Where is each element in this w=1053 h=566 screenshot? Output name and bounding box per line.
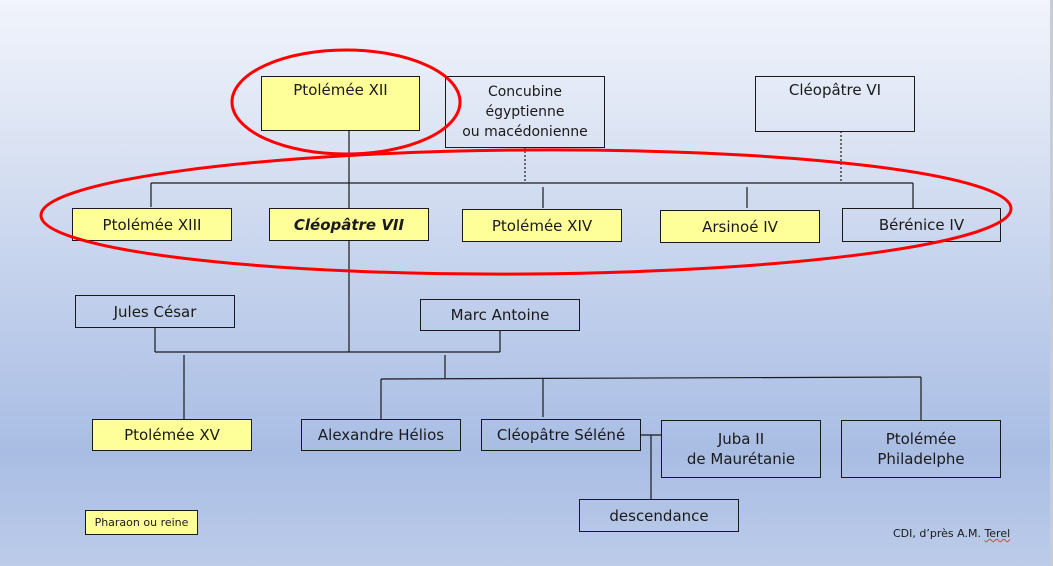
person-name: Concubine égyptienne ou macédonienne: [462, 84, 588, 140]
descendance-box: descendance: [579, 499, 739, 532]
person-name: Marc Antoine: [450, 306, 550, 324]
credit-author: Terel: [984, 527, 1011, 540]
person-cleopatre-vi: Cléopâtre VI: [755, 76, 915, 132]
legend-pharaoh: Pharaon ou reine: [85, 510, 198, 535]
person-name: Bérénice IV: [878, 216, 965, 234]
person-ptolemee-xv: Ptolémée XV: [92, 419, 252, 451]
person-concubine: Concubine égyptienne ou macédonienne: [445, 76, 605, 148]
person-name: Ptolémée XV: [124, 426, 220, 444]
credit-text: CDI, d’près A.M. Terel: [893, 527, 1010, 540]
person-cleopatre-selene: Cléopâtre Séléné: [481, 419, 641, 451]
person-alexandre-helios: Alexandre Hélios: [301, 419, 461, 451]
person-ptolemee-xii: Ptolémée XII: [261, 76, 420, 131]
person-name: Cléopâtre VI: [788, 81, 882, 99]
person-jules-cesar: Jules César: [75, 295, 235, 328]
person-ptolemee-xiii: Ptolémée XIII: [72, 208, 232, 241]
person-name: Arsinoé IV: [702, 217, 778, 236]
person-name: Ptolémée XIII: [102, 215, 202, 234]
window-edge: [1050, 0, 1053, 566]
person-name: Ptolémée Philadelphe: [877, 430, 965, 468]
person-name: descendance: [609, 506, 709, 525]
credit-prefix: CDI, d’près A.M.: [893, 527, 985, 540]
legend-label: Pharaon ou reine: [94, 516, 189, 529]
person-ptolemee-philadelphe: Ptolémée Philadelphe: [841, 420, 1001, 478]
connector-antoine-children-bar: [380, 376, 922, 380]
person-name: Alexandre Hélios: [317, 426, 445, 444]
person-name: Cléopâtre Séléné: [496, 426, 626, 444]
person-cleopatre-vii: Cléopâtre VII: [269, 208, 429, 241]
person-name: Ptolémée XII: [293, 81, 388, 99]
person-name: Juba II de Maurétanie: [686, 430, 796, 468]
person-name: Ptolémée XIV: [491, 216, 593, 235]
person-berenice-iv: Bérénice IV: [842, 208, 1001, 242]
person-name: Jules César: [113, 302, 197, 321]
person-arsinoe-iv: Arsinoé IV: [660, 210, 820, 243]
person-marc-antoine: Marc Antoine: [420, 299, 580, 331]
person-ptolemee-xiv: Ptolémée XIV: [462, 209, 622, 242]
person-juba-ii: Juba II de Maurétanie: [661, 420, 821, 478]
person-name: Cléopâtre VII: [293, 215, 405, 234]
